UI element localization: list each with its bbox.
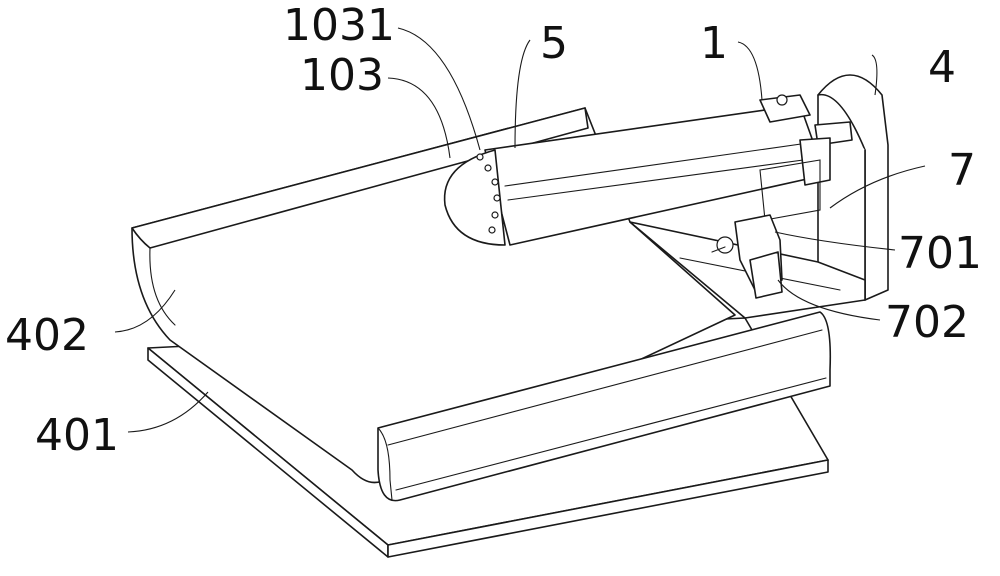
label-7: 7 (948, 145, 976, 196)
label-702: 702 (885, 297, 969, 348)
label-401: 401 (35, 410, 119, 461)
label-1031: 1031 (283, 0, 395, 51)
label-5: 5 (540, 18, 568, 69)
label-103: 103 (300, 50, 384, 101)
label-402: 402 (5, 310, 89, 361)
label-1: 1 (700, 18, 728, 69)
roller-assembly (445, 95, 852, 245)
label-701: 701 (898, 228, 982, 279)
label-4: 4 (928, 42, 956, 93)
